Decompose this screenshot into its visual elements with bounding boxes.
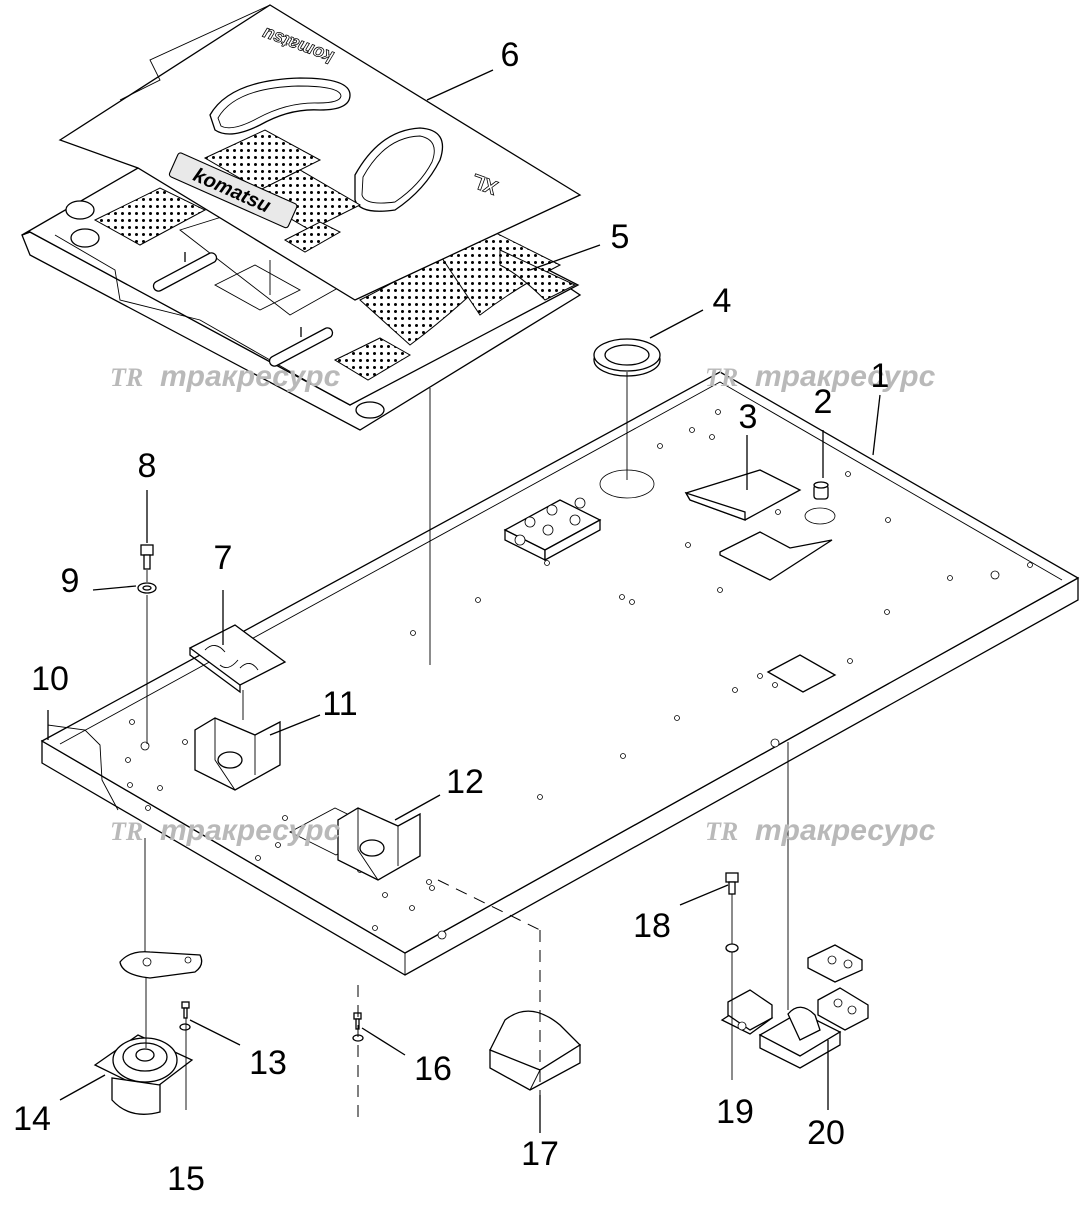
cover-part-17: [489, 1010, 582, 1091]
floor-plate: [40, 371, 1080, 976]
bracket-part-11: [194, 717, 281, 791]
watermark-text: тракресурс: [755, 360, 936, 393]
mount-plate-top: [119, 951, 203, 979]
callout-labels: 1 2 3 4 5 6 7 8 9 10 11 12 13 14 15 16 1…: [13, 36, 889, 1198]
callout-3: 3: [739, 398, 758, 436]
callout-19: 19: [716, 1093, 754, 1131]
cover-part-7: [188, 624, 287, 694]
bolt-part-18: [725, 872, 739, 953]
callout-15: 15: [167, 1160, 205, 1198]
callout-2: 2: [814, 383, 833, 421]
callout-1: 1: [871, 357, 890, 395]
watermark-4: TR тракресурс: [705, 814, 936, 847]
top-mat-foot-cutout-left: [209, 77, 351, 135]
callout-16: 16: [414, 1050, 452, 1088]
callout-12: 12: [446, 763, 484, 801]
l-plate-part-3: [684, 469, 802, 521]
plate-small-holes: [125, 409, 1033, 940]
washer-part-9: [137, 582, 157, 594]
plate-l-cutout: [719, 531, 833, 581]
plate-square-cutout: [766, 654, 837, 693]
mat-boss-3: [355, 401, 385, 419]
watermark-2: TR тракресурс: [705, 360, 936, 393]
watermark-logo: TR: [705, 363, 738, 392]
callout-18: 18: [633, 907, 671, 945]
screw-part-13: [181, 1001, 190, 1019]
washer-part-15: [179, 1023, 191, 1031]
assembly-lines: [144, 260, 789, 1120]
clamp-part-20: [758, 944, 869, 1069]
callout-14: 14: [13, 1100, 51, 1138]
bushing-part-2: [813, 481, 829, 500]
callout-20: 20: [807, 1114, 845, 1152]
plate-mounting-block: [503, 497, 602, 562]
callout-10: 10: [31, 660, 69, 698]
bracket-part-12: [337, 807, 421, 881]
callout-11: 11: [322, 685, 357, 723]
mat-handle-right: [268, 327, 334, 367]
callout-4: 4: [713, 282, 732, 320]
bolt-part-8: [140, 544, 154, 570]
top-mat-foot-cutout-right: [354, 127, 444, 212]
plate-round-hole-small: [804, 507, 836, 525]
mount-part-14: [93, 951, 203, 1115]
top-mat-tread-4: [283, 221, 342, 253]
clamp-part-19: [720, 989, 774, 1035]
watermark-text: тракресурс: [160, 814, 341, 847]
top-mat-tread-3: [93, 187, 207, 246]
callout-5: 5: [611, 218, 630, 256]
watermark-1: TR тракресурс: [110, 360, 341, 393]
callout-17: 17: [521, 1135, 559, 1173]
mat-boss-2: [70, 228, 100, 248]
callout-13: 13: [249, 1044, 287, 1082]
watermark-text: тракресурс: [160, 360, 341, 393]
watermark-logo: TR: [110, 363, 143, 392]
callout-7: 7: [214, 539, 233, 577]
mat-handle-left: [152, 252, 218, 292]
mat-boss-1: [65, 200, 95, 220]
callout-8: 8: [138, 447, 157, 485]
watermark-text: тракресурс: [755, 814, 936, 847]
mat-tread-zone-3: [499, 249, 577, 301]
top-mat: komatsu komatsu XL: [58, 4, 582, 301]
mat-tread-zone-4: [333, 337, 411, 381]
callout-leaders: [47, 69, 881, 1133]
grommet-part-4: [593, 338, 661, 377]
callout-6: 6: [501, 36, 520, 74]
callout-9: 9: [61, 562, 80, 600]
watermark-3: TR тракресурс: [110, 814, 341, 847]
watermark-logo: TR: [705, 817, 738, 846]
watermark-logo: TR: [110, 817, 143, 846]
